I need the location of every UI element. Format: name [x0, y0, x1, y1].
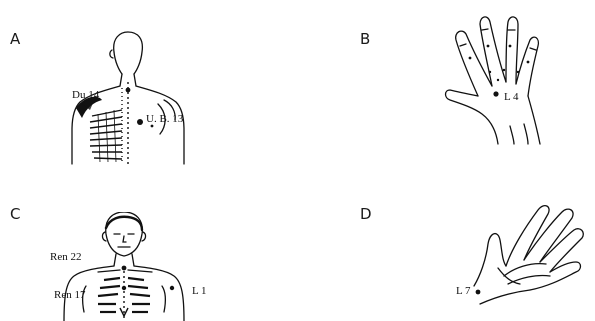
- label-du-14: Du 14: [72, 89, 100, 101]
- hand-dorsum-drawing: L 4: [440, 6, 590, 146]
- label-ren-22: Ren 22: [50, 251, 81, 263]
- label-l-4: L 4: [504, 91, 519, 103]
- panel-a-letter: A: [10, 30, 20, 48]
- label-l-7: L 7: [456, 285, 471, 297]
- chest-drawing: Ren 22 Ren 17 L 1: [48, 212, 218, 321]
- panel-b-letter: B: [360, 30, 370, 48]
- panel-b-hand-figure: L 4: [440, 6, 590, 146]
- panel-d-letter: D: [360, 205, 372, 223]
- label-l-1: L 1: [192, 285, 207, 297]
- palm-drawing: L 7: [450, 196, 590, 308]
- panel-c-chest-figure: Ren 22 Ren 17 L 1: [48, 212, 218, 321]
- label-ub-13: U. B. 13: [146, 113, 184, 125]
- label-ren-17: Ren 17: [54, 289, 86, 301]
- back-drawing: Du 14 U. B. 13: [62, 30, 202, 165]
- panel-c-letter: C: [10, 205, 20, 223]
- panel-a-back-figure: Du 14 U. B. 13: [62, 30, 202, 165]
- panel-d-palm-figure: L 7: [450, 196, 590, 308]
